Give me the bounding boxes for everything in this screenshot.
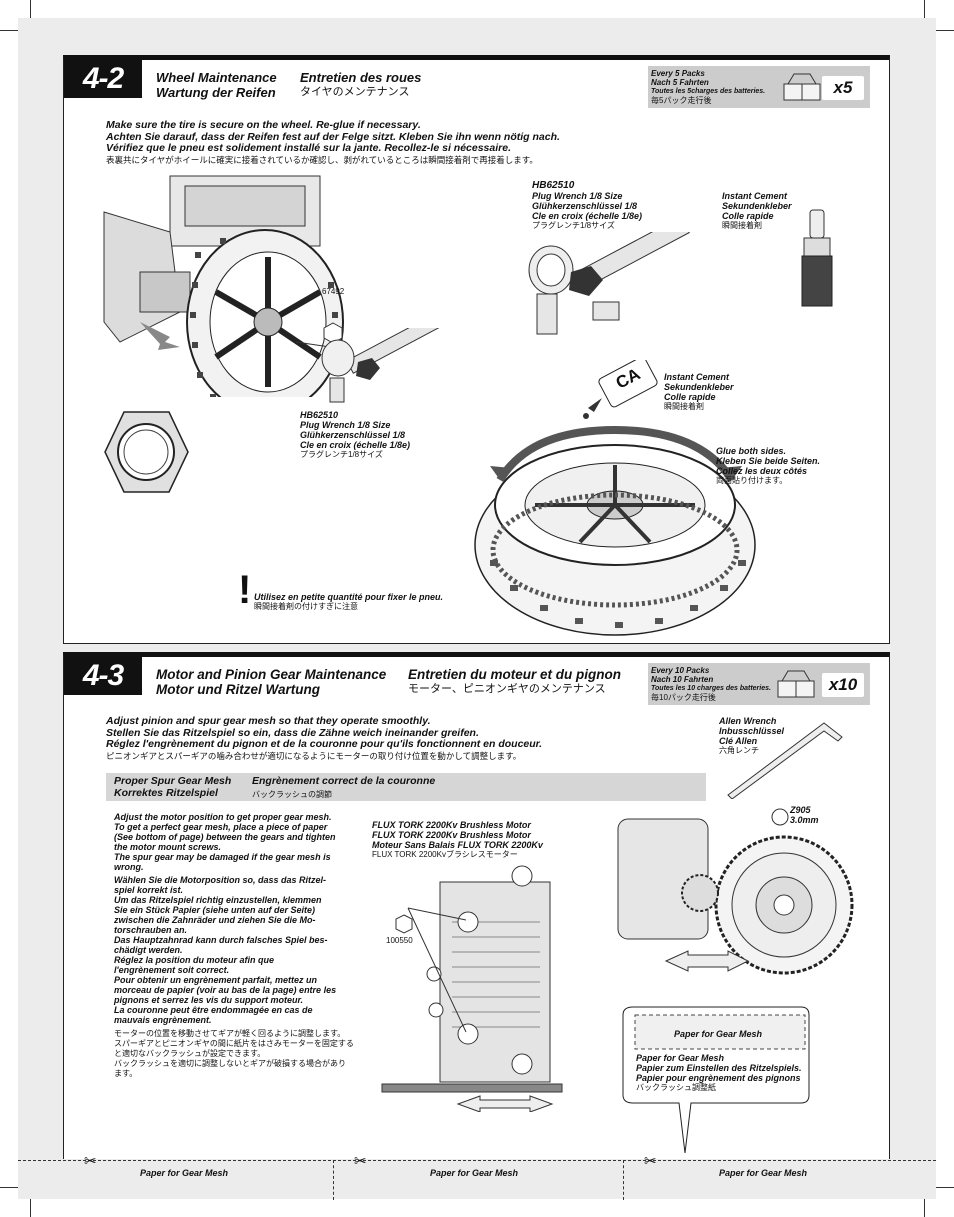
plug-wrench-illustration: [321, 328, 443, 403]
step-4-2-panel: 4-2 Wheel Maintenance Wartung der Reifen…: [63, 55, 890, 644]
title-en: Motor and Pinion Gear Maintenance: [156, 667, 387, 682]
cut-line: [18, 1160, 936, 1161]
motor-mount-illustration: [381, 865, 563, 1112]
glue-bottle-icon: [801, 209, 833, 307]
warning-text: Utilisez en petite quantité pour fixer l…: [254, 592, 444, 611]
scissors-icon: ✂: [644, 1153, 657, 1170]
hex-icon: [395, 914, 413, 934]
step-4-3-panel: 4-3 Motor and Pinion Gear Maintenance Mo…: [63, 652, 890, 1159]
interval-count: x10: [822, 673, 864, 697]
battery-pack-icon: [777, 670, 815, 698]
glue-label: Glue both sides. Kleben Sie beide Seiten…: [716, 446, 821, 485]
crop-mark: [936, 1187, 954, 1188]
allen-wrench-illustration: [727, 722, 843, 799]
gear-mesh-body: Adjust the motor position to get proper …: [114, 812, 354, 1078]
warning-icon: !: [238, 568, 252, 612]
crop-mark: [30, 0, 31, 18]
crop-mark: [936, 30, 954, 31]
paper-for-gear-mesh-cutout[interactable]: Paper for Gear Mesh: [140, 1168, 229, 1178]
title-jp: モーター、ピニオンギヤのメンテナンス: [408, 683, 606, 695]
gear-mesh-header: Proper Spur Gear Mesh Korrektes Ritzelsp…: [106, 773, 706, 801]
title-de: Wartung der Reifen: [156, 85, 276, 100]
wrench-top-label: HB62510 Plug Wrench 1/8 Size Glühkerzens…: [532, 180, 643, 231]
instructions: Adjust pinion and spur gear mesh so that…: [106, 715, 543, 761]
title-de: Motor und Ritzel Wartung: [156, 682, 320, 697]
allen-size-label: Z905 3.0mm: [790, 805, 819, 825]
hex-nut-icon: [104, 411, 189, 493]
title-jp: タイヤのメンテナンス: [300, 86, 410, 98]
motor-label: FLUX TORK 2200Kv Brushless Motor FLUX TO…: [372, 820, 543, 859]
step-number: 4-3: [64, 657, 142, 695]
paper-callout-text: Paper for Gear Mesh Papier zum Einstelle…: [636, 1053, 802, 1092]
title-fr: Entretien du moteur et du pignon: [408, 667, 621, 682]
wrench-bottom-label: HB62510 Plug Wrench 1/8 Size Glühkerzens…: [300, 410, 411, 459]
cut-line: [623, 1160, 624, 1200]
wheel-assembly-illustration: [103, 175, 344, 397]
instructions: Make sure the tire is secure on the whee…: [106, 119, 560, 165]
cement-top-label: Instant Cement Sekundenkleber Colle rapi…: [722, 191, 792, 230]
crop-mark: [924, 0, 925, 18]
spur-gear-illustration: [617, 818, 854, 975]
plug-wrench-illustration: [528, 232, 690, 335]
paper-callout-bubble: [622, 1006, 810, 1154]
ca-glue-tube-illustration: [583, 360, 658, 419]
scissors-icon: ✂: [354, 1153, 367, 1170]
crop-mark: [30, 1199, 31, 1217]
crop-mark: [0, 30, 18, 31]
cut-line: [333, 1160, 334, 1200]
part-number-label: 67492: [322, 287, 345, 296]
part-number-label: 100550: [386, 936, 413, 945]
scissors-icon: ✂: [84, 1153, 97, 1170]
paper-for-gear-mesh-cutout[interactable]: Paper for Gear Mesh: [430, 1168, 519, 1178]
paper-box-label: Paper for Gear Mesh: [674, 1029, 763, 1039]
paper-for-gear-mesh-cutout[interactable]: Paper for Gear Mesh: [719, 1168, 808, 1178]
title-fr: Entretien des roues: [300, 70, 422, 85]
interval-count: x5: [822, 76, 864, 100]
allen-wrench-label: Allen Wrench Inbusschlüssel Clé Allen 六角…: [719, 716, 785, 755]
step-number: 4-2: [64, 60, 142, 98]
tire-glue-illustration: [474, 425, 756, 636]
battery-pack-icon: [783, 73, 821, 101]
title-en: Wheel Maintenance: [156, 70, 277, 85]
crop-mark: [924, 1199, 925, 1217]
cement-mid-label: Instant Cement Sekundenkleber Colle rapi…: [664, 372, 734, 411]
crop-mark: [0, 1187, 18, 1188]
hex-icon: [771, 808, 789, 826]
